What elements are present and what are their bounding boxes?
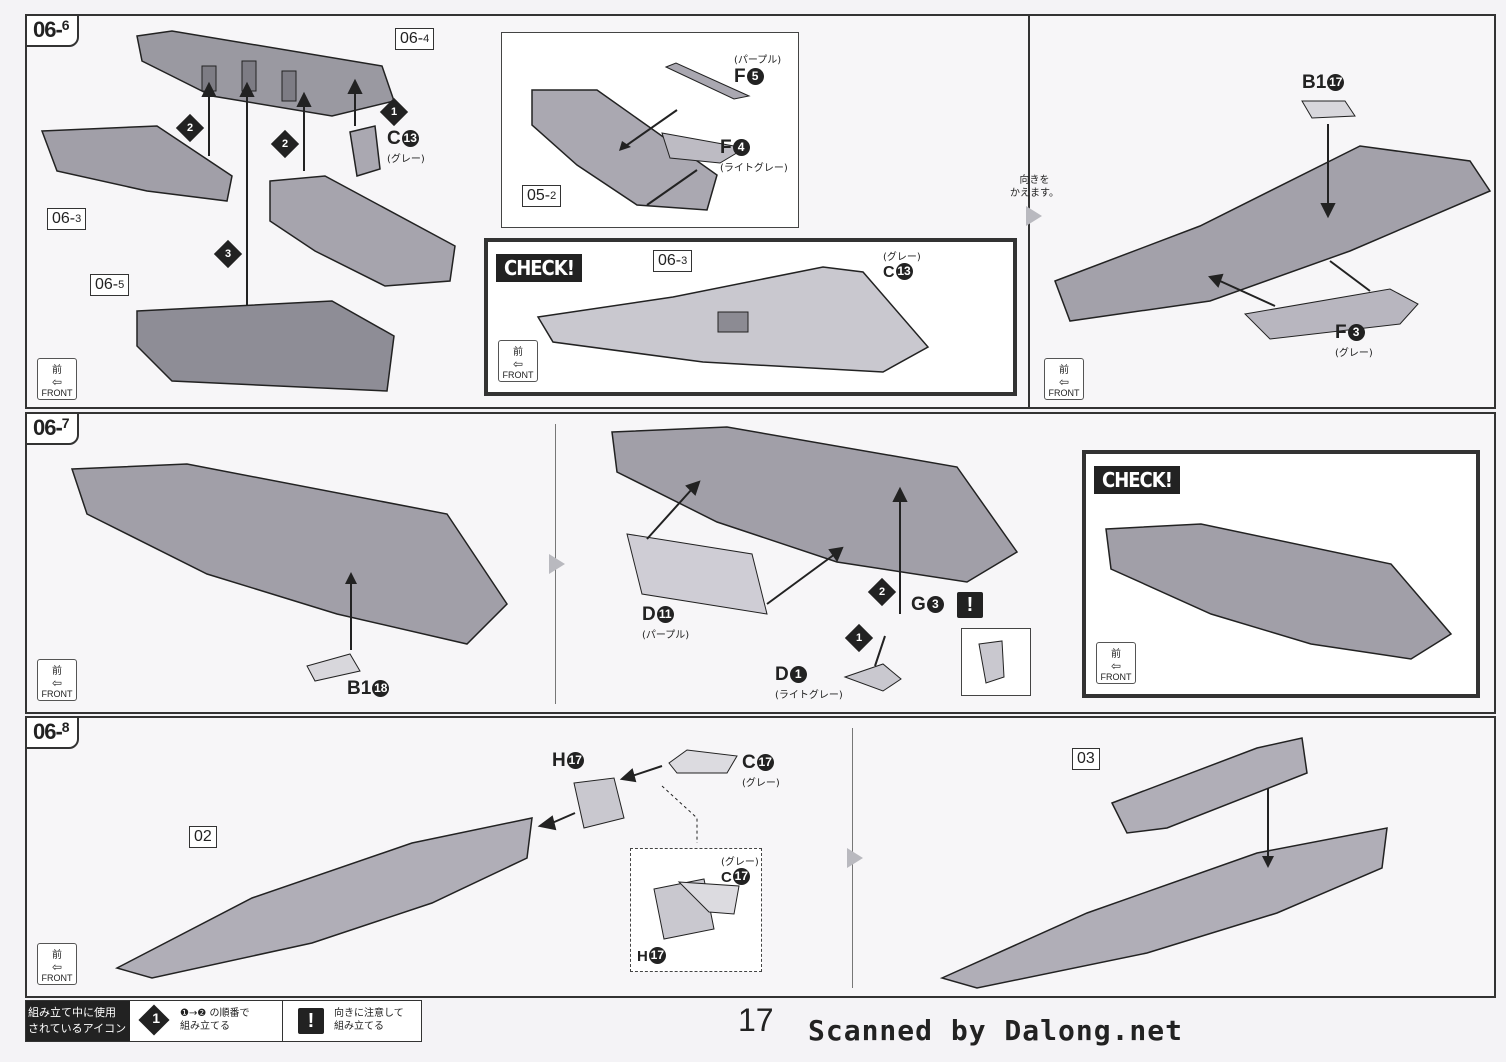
part-c13-illustration (349, 125, 381, 177)
check-box-06-7: CHECK! 前⇦FRONT (1082, 450, 1480, 698)
assembly-arrows (201, 78, 363, 306)
fuselage-right-illustration (939, 827, 1388, 989)
front-direction-icon-06-8: 前⇦FRONT (37, 943, 77, 985)
part-h17-illustration (573, 777, 625, 829)
front-direction-icon: 前⇦FRONT (37, 358, 77, 400)
body-middle-illustration (611, 426, 1019, 583)
rotate-note: 向きをかえます。 (1010, 175, 1059, 199)
part-label-03: 03 (1072, 748, 1100, 770)
legend-order-icon: 1 (138, 1004, 170, 1036)
check-illustration (536, 266, 930, 373)
body-left-illustration (70, 463, 508, 645)
legend-order-text: ❶→❷ の順番で組み立てる (180, 1008, 250, 1032)
assembly-arrows-06-7 (646, 480, 908, 667)
front-direction-icon-check: 前⇦FRONT (498, 340, 538, 382)
legend-title: 組み立て中に使用されているアイコン (26, 1001, 130, 1041)
front-direction-icon-check-06-7: 前⇦FRONT (1096, 642, 1136, 684)
order-icon-3: 3 (213, 239, 243, 269)
step-number-06-8: 06-8 (25, 716, 79, 749)
body-assembly-illustration (1054, 145, 1492, 322)
scan-credit: Scanned by Dalong.net (808, 1014, 1184, 1047)
inset-f4-illustration (661, 132, 747, 164)
part-b18-illustration (306, 653, 361, 682)
part-f3-illustration (1243, 288, 1419, 340)
legend-attention-text: 向きに注意して組み立てる (334, 1008, 404, 1032)
assembly-intermediate-illustration (269, 175, 456, 287)
order-icon-2b: 2 (270, 129, 300, 159)
part-label-05-2: 05-2 (522, 185, 562, 207)
b18-arrow (345, 572, 357, 650)
part-label-06-3-check: 06-3 (653, 250, 693, 272)
order-icon-2-06-7: 2 (867, 577, 897, 607)
order-icon-2a: 2 (175, 113, 205, 143)
next-arrow-3 (847, 848, 863, 868)
part-06-5-illustration (136, 300, 395, 392)
step-number-06-7: 06-7 (25, 412, 79, 445)
part-label-06-4: 06-4 (395, 28, 435, 50)
order-icon-1-06-7: 1 (844, 623, 874, 653)
check-illustration-06-7 (1105, 523, 1453, 660)
inset-part-illustration (531, 89, 718, 211)
part-label-02: 02 (189, 826, 217, 848)
assembly-arrows-06-8 (537, 765, 698, 843)
next-arrow-2 (549, 554, 565, 574)
order-icon-1: 1 (379, 97, 409, 127)
part-d11-illustration (626, 533, 768, 615)
part-06-3-illustration (40, 125, 233, 202)
check-badge-06-7: CHECK! (1094, 466, 1180, 494)
g3-detail-inset (961, 628, 1031, 696)
attention-icon: ! (957, 592, 983, 618)
fuselage-left-illustration (114, 817, 533, 979)
icon-legend: 組み立て中に使用されているアイコン 1 ❶→❷ の順番で組み立てる ! 向きに注… (25, 1000, 422, 1042)
part-03-arrow (1262, 788, 1274, 868)
detail-illustration-06-8 (653, 878, 740, 940)
next-arrow (1026, 206, 1042, 226)
check-badge: CHECK! (496, 254, 582, 282)
front-direction-icon-right: 前⇦FRONT (1044, 358, 1084, 400)
page-number: 17 (738, 1002, 774, 1038)
g3-detail-illustration (978, 640, 1005, 684)
inset-f5-illustration (664, 62, 751, 100)
legend-divider (282, 1001, 283, 1041)
part-d1-illustration (843, 663, 902, 692)
part-label-06-3: 06-3 (47, 208, 87, 230)
assembly-arrows-right (1208, 124, 1371, 307)
part-b17-illustration (1301, 100, 1356, 119)
part-03-illustration (1110, 737, 1308, 834)
part-c17-illustration (668, 749, 738, 774)
front-direction-icon-06-7: 前⇦FRONT (37, 659, 77, 701)
part-label-06-5: 06-5 (90, 274, 130, 296)
step-number-06-6: 06-6 (25, 14, 79, 47)
legend-attention-icon: ! (298, 1008, 324, 1034)
